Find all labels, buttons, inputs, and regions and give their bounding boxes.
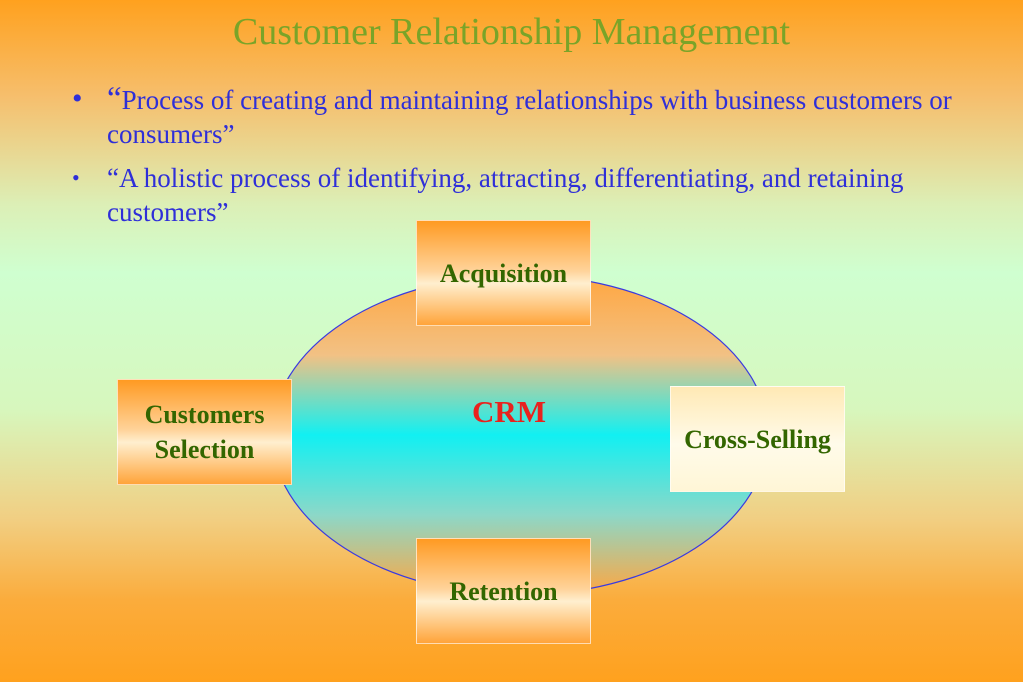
cross-selling-node: Cross-Selling: [670, 386, 845, 492]
retention-label: Retention: [449, 576, 558, 606]
cross-selling-label: Cross-Selling: [684, 424, 831, 454]
acquisition-label: Acquisition: [439, 258, 568, 288]
bullet-item: • “Process of creating and maintaining r…: [70, 82, 970, 151]
retention-node: Retention: [416, 538, 591, 644]
bullet-marker: •: [72, 82, 83, 115]
customers-selection-label-line2: Selection: [154, 435, 255, 464]
bullet-list: • “Process of creating and maintaining r…: [70, 82, 970, 229]
crm-center-label: CRM: [472, 394, 547, 429]
acquisition-node: Acquisition: [416, 220, 591, 326]
bullet-text: Process of creating and maintaining rela…: [107, 85, 952, 149]
customers-selection-label-line1: Customers: [144, 400, 265, 429]
bullet-text: “A holistic process of identifying, attr…: [107, 163, 904, 227]
bullet-marker: •: [72, 165, 80, 190]
bullet-item: • “A holistic process of identifying, at…: [70, 161, 970, 229]
customers-selection-node: Customers Selection: [117, 379, 292, 485]
open-quote: “: [107, 81, 122, 117]
slide-title: Customer Relationship Management: [232, 11, 791, 53]
